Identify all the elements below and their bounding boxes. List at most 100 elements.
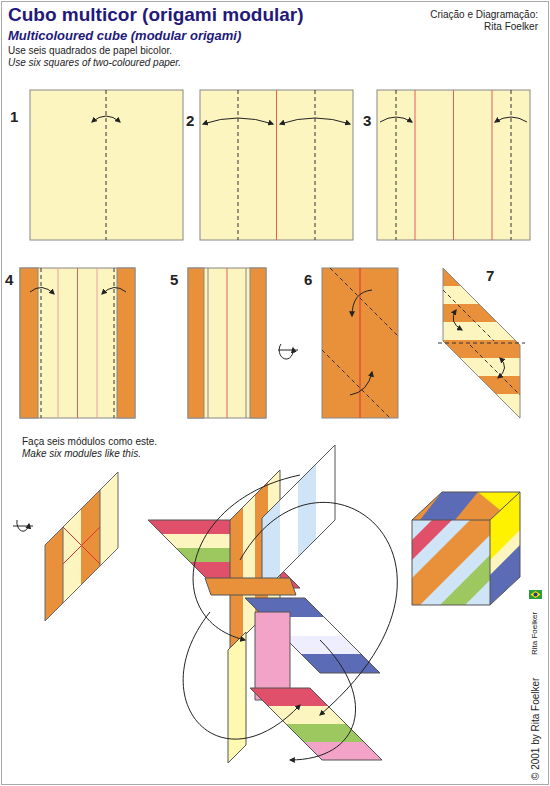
- brazil-flag-part: [531, 591, 541, 598]
- assembly-diagram-part: [245, 688, 385, 760]
- step-1-part: [106, 90, 107, 240]
- finished-cube-part-part: [420, 492, 478, 520]
- author-name: Rita Foelker: [484, 21, 538, 33]
- step-3-part: [380, 117, 412, 122]
- step-4: [20, 268, 135, 418]
- step-3-part: [495, 117, 527, 122]
- step-2-part: [315, 90, 316, 240]
- step-4-part: [102, 287, 126, 294]
- step-1: [30, 90, 183, 240]
- finished-module-part-part: [63, 470, 81, 625]
- finished-cube-part-part: [478, 492, 520, 510]
- finished-cube-part-part: [490, 545, 520, 605]
- finished-cube-part: [412, 492, 520, 520]
- step-7-part-part: [443, 322, 520, 340]
- step-number: 3: [363, 112, 371, 129]
- step-6-part: [278, 350, 298, 351]
- step-6: [278, 268, 398, 418]
- finished-cube-part: [412, 520, 490, 605]
- step-7-part: [470, 345, 520, 395]
- brazil-flag-part: [534, 593, 538, 597]
- step-3-part: [377, 90, 530, 240]
- instruction-note: Use six squares of two-coloured paper.: [8, 57, 181, 69]
- step-3-part: [396, 90, 397, 240]
- step-6-part: [322, 268, 398, 418]
- step-2: [200, 90, 353, 240]
- finished-module-part: [45, 470, 118, 625]
- step-3-part: [415, 90, 416, 240]
- assembly-diagram-part: [290, 640, 356, 760]
- step-6-part: [330, 268, 398, 336]
- finished-module: [13, 470, 118, 625]
- step-4-part: [58, 268, 59, 418]
- step-4-part: [41, 268, 42, 418]
- brazil-flag: [529, 590, 542, 599]
- step-number: 5: [170, 271, 178, 288]
- step-4-part: [97, 268, 98, 418]
- step-7-part: [453, 310, 462, 330]
- step-7-part: [443, 290, 494, 341]
- step-2-part: [276, 90, 277, 240]
- step-5-part: [246, 268, 247, 418]
- finished-cube-part-part: [440, 555, 490, 605]
- step-1-part: [30, 90, 183, 240]
- step-7-part-part: [443, 358, 520, 376]
- step-6-part: [279, 344, 293, 359]
- assembly-diagram-part: [228, 632, 246, 763]
- step-5: [188, 268, 266, 418]
- page-title: Cubo multicor (origami modular): [8, 4, 304, 26]
- assembly-diagram-part: [262, 445, 335, 593]
- step-4-part: [117, 268, 135, 418]
- step-7-part-part: [443, 376, 520, 394]
- step-2-part: [280, 118, 350, 124]
- finished-module-part: [100, 490, 101, 566]
- step-number: 4: [5, 271, 13, 288]
- finished-cube: [410, 490, 522, 605]
- assembly-diagram-part-part: [316, 440, 335, 600]
- finished-module-part: [13, 526, 33, 527]
- assembly-diagram-part: [255, 612, 290, 700]
- step-5-part: [188, 268, 204, 418]
- step-7: [438, 268, 525, 418]
- step-3-part: [453, 90, 454, 240]
- module-note: Make six modules like this.: [22, 448, 141, 460]
- step-2-part: [238, 90, 239, 240]
- finished-module-part-part: [45, 470, 63, 625]
- step-5-part: [250, 268, 266, 418]
- step-6-part: [322, 350, 390, 418]
- finished-module-part: [63, 527, 64, 603]
- step-4-part: [114, 268, 115, 418]
- instruction-note: Use seis quadrados de papel bicolor.: [8, 45, 172, 57]
- copyright-note: © 2001 by Rita Foelker: [530, 678, 542, 780]
- finished-cube-part: [490, 520, 491, 605]
- finished-cube-part-part: [412, 520, 490, 605]
- step-number: 1: [10, 108, 18, 125]
- step-6-part: [360, 268, 361, 418]
- finished-module-part: [63, 527, 100, 564]
- flag-credit: Rita Foelker: [530, 612, 539, 655]
- brazil-flag-part: [529, 590, 542, 599]
- step-6-part: [352, 290, 372, 316]
- finished-cube-part: [412, 492, 520, 605]
- subtitle: Multicoloured cube (modular origami): [8, 29, 241, 44]
- credit-heading: Criação e Diagramação:: [430, 9, 538, 21]
- assembly-diagram-part: [183, 612, 300, 739]
- assembly-diagram: [140, 440, 397, 763]
- assembly-diagram-part: [193, 475, 300, 640]
- assembly-diagram-part-part: [280, 440, 298, 600]
- step-number: 7: [486, 267, 494, 284]
- step-7-part: [498, 358, 505, 378]
- assembly-diagram-part-part: [245, 706, 385, 724]
- step-number: 2: [186, 112, 194, 129]
- finished-cube-part-part: [412, 520, 490, 605]
- assembly-diagram-part-part: [262, 440, 280, 600]
- step-4-part: [77, 268, 78, 418]
- step-number: 6: [304, 271, 312, 288]
- step-1-part: [92, 116, 120, 122]
- finished-module-part-part: [100, 470, 118, 625]
- step-4-part: [30, 287, 54, 294]
- step-3: [377, 90, 530, 240]
- assembly-diagram-part-part: [298, 440, 316, 600]
